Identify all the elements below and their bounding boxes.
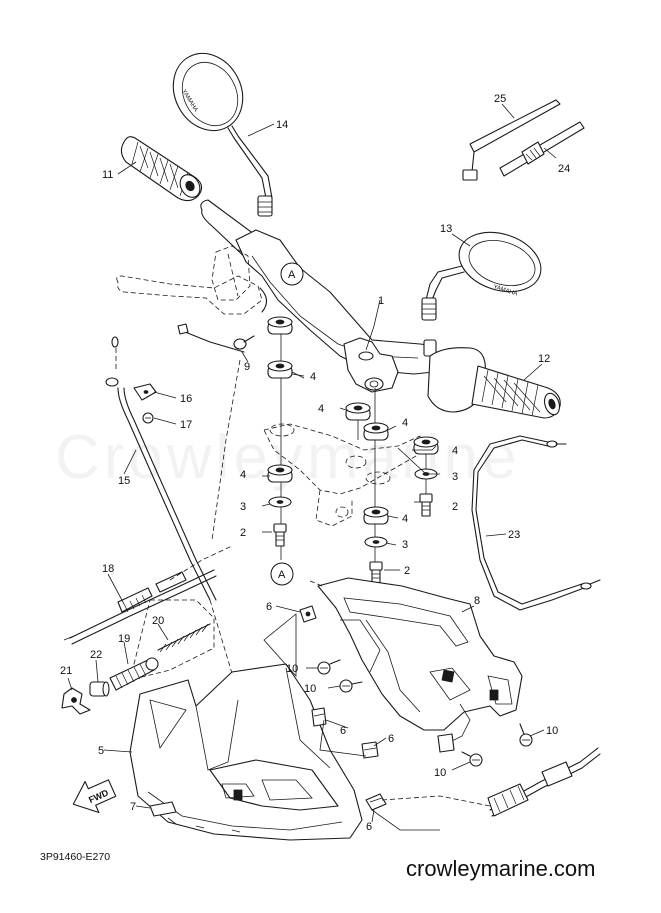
cable-tie-24[interactable]	[499, 121, 585, 177]
damper-4-f[interactable]	[267, 464, 293, 483]
right-mirror[interactable]: YAMAHA	[421, 222, 549, 357]
callout-24: 24	[558, 163, 570, 175]
clip-6-b[interactable]	[311, 707, 327, 727]
clip-6-d[interactable]	[365, 793, 387, 811]
assembly-guide-lines	[169, 545, 440, 831]
screw-10-a[interactable]	[317, 659, 341, 675]
screw-10-c[interactable]	[461, 751, 483, 767]
callout-10-d: 10	[546, 725, 558, 737]
damper-4-d[interactable]	[363, 422, 389, 441]
callout-22: 22	[90, 649, 102, 661]
part-number-labels: 1 2 2 2 3 3 3 4 4 4 4 4 4 5 6 6 6 6 7 8 …	[60, 93, 570, 833]
callout-6-a: 6	[266, 601, 272, 613]
callout-12: 12	[538, 353, 550, 365]
damper-4-a[interactable]	[267, 316, 293, 335]
screw-9[interactable]	[233, 335, 255, 350]
bolt-2-c[interactable]	[369, 561, 383, 585]
handle-holder-outline	[263, 423, 421, 527]
callout-10-c: 10	[434, 767, 446, 779]
callout-1: 1	[378, 295, 384, 307]
callout-7: 7	[130, 801, 136, 813]
callout-4-a: 4	[310, 371, 316, 383]
drawing-code: 3P91460-E270	[40, 851, 110, 863]
callout-6-c: 6	[388, 733, 394, 745]
washer-3-b[interactable]	[268, 496, 292, 508]
callout-13: 13	[440, 223, 452, 235]
callout-5: 5	[98, 745, 104, 757]
screw-10-d[interactable]	[519, 723, 533, 747]
clip-6-a[interactable]	[299, 605, 317, 623]
right-grip-throttle[interactable]	[427, 347, 562, 419]
clip-6-e[interactable]	[437, 733, 455, 753]
reference-mark-a-top: A	[280, 262, 304, 286]
callout-3-c: 3	[402, 539, 408, 551]
callout-9: 9	[244, 361, 250, 373]
callout-17: 17	[180, 419, 192, 431]
screw-17[interactable]	[142, 412, 154, 424]
left-mirror[interactable]: YAMAHA	[160, 41, 273, 217]
callout-25: 25	[494, 93, 506, 105]
damper-4-c[interactable]	[345, 402, 371, 421]
callout-2-b: 2	[240, 527, 246, 539]
callout-19: 19	[118, 633, 130, 645]
damper-4-e[interactable]	[413, 436, 439, 455]
callout-21: 21	[60, 665, 72, 677]
website-label: crowleymarine.com	[406, 856, 596, 881]
bolt-2-a[interactable]	[419, 493, 433, 517]
cable-18[interactable]	[63, 569, 217, 645]
callout-15: 15	[118, 475, 130, 487]
washer-3-c[interactable]	[364, 536, 388, 548]
collar-22[interactable]	[89, 681, 110, 697]
callout-10-a: 10	[286, 663, 298, 675]
callout-4-c: 4	[402, 417, 408, 429]
damper-4-b[interactable]	[267, 360, 293, 379]
callout-23: 23	[508, 529, 520, 541]
callout-4-d: 4	[452, 445, 458, 457]
left-grip[interactable]	[120, 136, 203, 202]
callout-6-b: 6	[340, 725, 346, 737]
clamp-16[interactable]	[133, 383, 157, 401]
callout-14: 14	[276, 119, 288, 131]
callout-18: 18	[102, 563, 114, 575]
callout-16: 16	[180, 393, 192, 405]
clip-7[interactable]	[149, 801, 177, 817]
reference-mark-a-bottom: A	[270, 562, 294, 586]
callout-2-c: 2	[404, 565, 410, 577]
callout-4-f: 4	[402, 513, 408, 525]
throttle-cable-23[interactable]	[471, 435, 601, 611]
fwd-direction-arrow: FWD	[72, 779, 117, 814]
front-handle-cover-5[interactable]	[129, 663, 363, 841]
bolt-2-b[interactable]	[273, 523, 287, 547]
callout-3-a: 3	[452, 471, 458, 483]
callout-6-d: 6	[366, 821, 372, 833]
wing-nut-21[interactable]	[61, 687, 91, 715]
callout-4-e: 4	[240, 469, 246, 481]
svg-text:A: A	[288, 269, 296, 281]
screw-10-b[interactable]	[339, 679, 363, 693]
callout-4-b: 4	[318, 403, 324, 415]
cable-tie-25[interactable]	[462, 99, 561, 181]
callout-8: 8	[474, 595, 480, 607]
spring-19[interactable]	[109, 657, 159, 691]
brake-cable-15[interactable]	[105, 323, 261, 761]
spring-20[interactable]	[157, 623, 211, 653]
leader-lines	[67, 103, 557, 823]
rear-handle-cover-8[interactable]	[317, 577, 523, 745]
callout-2-a: 2	[452, 501, 458, 513]
handlebar[interactable]	[200, 199, 437, 393]
callout-11: 11	[102, 169, 113, 181]
callout-3-b: 3	[240, 501, 246, 513]
lower-right-cable[interactable]	[381, 747, 601, 817]
brake-lever-outline	[116, 245, 263, 315]
callout-10-b: 10	[304, 683, 316, 695]
callout-20: 20	[152, 615, 164, 627]
svg-text:A: A	[278, 569, 286, 581]
damper-4-g[interactable]	[363, 506, 389, 525]
